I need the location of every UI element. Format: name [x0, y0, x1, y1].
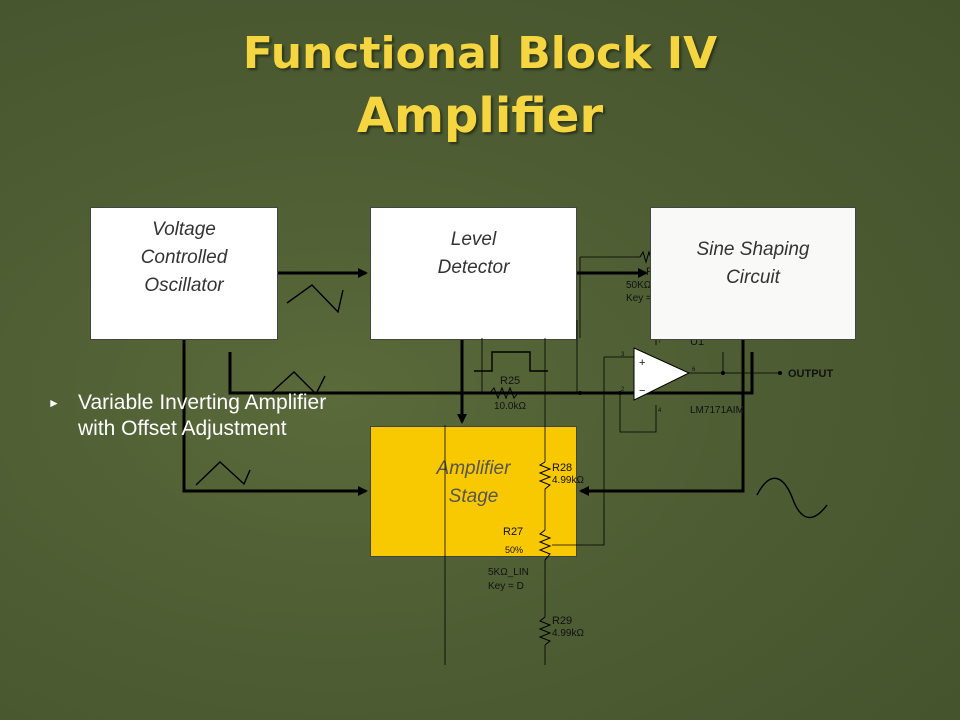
- resistor-r28: [538, 461, 552, 490]
- block-sine-shaping-circuit: Sine Shaping Circuit: [650, 207, 856, 340]
- block-amp-line1: Amplifier: [436, 458, 511, 479]
- schematic-wires: [444, 256, 780, 665]
- block-vco-line1: Voltage: [152, 219, 216, 240]
- label-r27-name: R27: [503, 526, 523, 538]
- block-vco-line2: Controlled: [140, 247, 228, 268]
- resistor-r27: [538, 529, 552, 561]
- resistor-r29: [538, 616, 552, 646]
- block-amp-line2: Stage: [448, 486, 499, 507]
- bullet-arrow-icon: ►: [48, 396, 60, 410]
- block-sine-line1: Sine Shaping: [696, 239, 810, 260]
- label-r28-name: R28: [552, 462, 572, 474]
- opamp-symbol: [633, 347, 691, 401]
- triangle-wave-3: [195, 461, 251, 486]
- label-r29-name: R29: [552, 615, 572, 627]
- label-r28-value: 4.99kΩ: [552, 475, 584, 486]
- label-r27-value: 5KΩ_LIN: [488, 567, 529, 578]
- block-level-detector: Level Detector: [370, 207, 577, 340]
- label-r25-name: R25: [500, 375, 520, 387]
- label-pin2: 2: [621, 387, 625, 393]
- label-output: OUTPUT: [788, 368, 834, 380]
- label-pin7: 7: [658, 339, 662, 345]
- block-connections: [182, 268, 754, 496]
- junction-dots: [578, 371, 782, 395]
- block-sine-line2: Circuit: [726, 267, 780, 288]
- block-voltage-controlled-oscillator: Voltage Controlled Oscillator: [90, 207, 278, 340]
- block-level-line1: Level: [450, 229, 497, 250]
- square-wave: [474, 351, 548, 372]
- label-r29-value: 4.99kΩ: [552, 628, 584, 639]
- resistor-r25: [489, 386, 545, 400]
- triangle-wave-2: [271, 371, 326, 396]
- label-r27-percent: 50%: [505, 545, 523, 555]
- block-amplifier-stage: Amplifier Stage: [370, 426, 577, 557]
- slide-title-line1: Functional Block IV: [242, 28, 718, 79]
- label-pin6: 6: [692, 367, 696, 373]
- label-rf-key: Key =: [626, 293, 652, 304]
- arrow-sine-to-amp: [579, 340, 745, 496]
- label-r25-value: 10.0kΩ: [494, 401, 526, 412]
- label-minus: −: [639, 385, 645, 397]
- label-rf-value: 50KΩ: [626, 280, 652, 291]
- label-pin4: 4: [658, 408, 662, 414]
- label-plus: +: [639, 357, 645, 369]
- slide-title-line2: Amplifier: [356, 88, 604, 144]
- triangle-wave-1: [286, 284, 344, 314]
- waveforms: [195, 284, 828, 519]
- label-r27-key: Key = D: [488, 581, 524, 592]
- wire-vco-to-sine-bus: [228, 352, 754, 395]
- block-level-line2: Detector: [437, 257, 510, 278]
- label-pin3: 3: [621, 352, 625, 358]
- block-vco-line3: Oscillator: [144, 275, 224, 296]
- label-opamp-part: LM7171AIM: [690, 405, 744, 416]
- bullet-text: Variable Inverting Amplifier with Offset…: [78, 391, 327, 440]
- sine-wave: [756, 477, 828, 519]
- arrow-vco-to-amp: [182, 340, 368, 496]
